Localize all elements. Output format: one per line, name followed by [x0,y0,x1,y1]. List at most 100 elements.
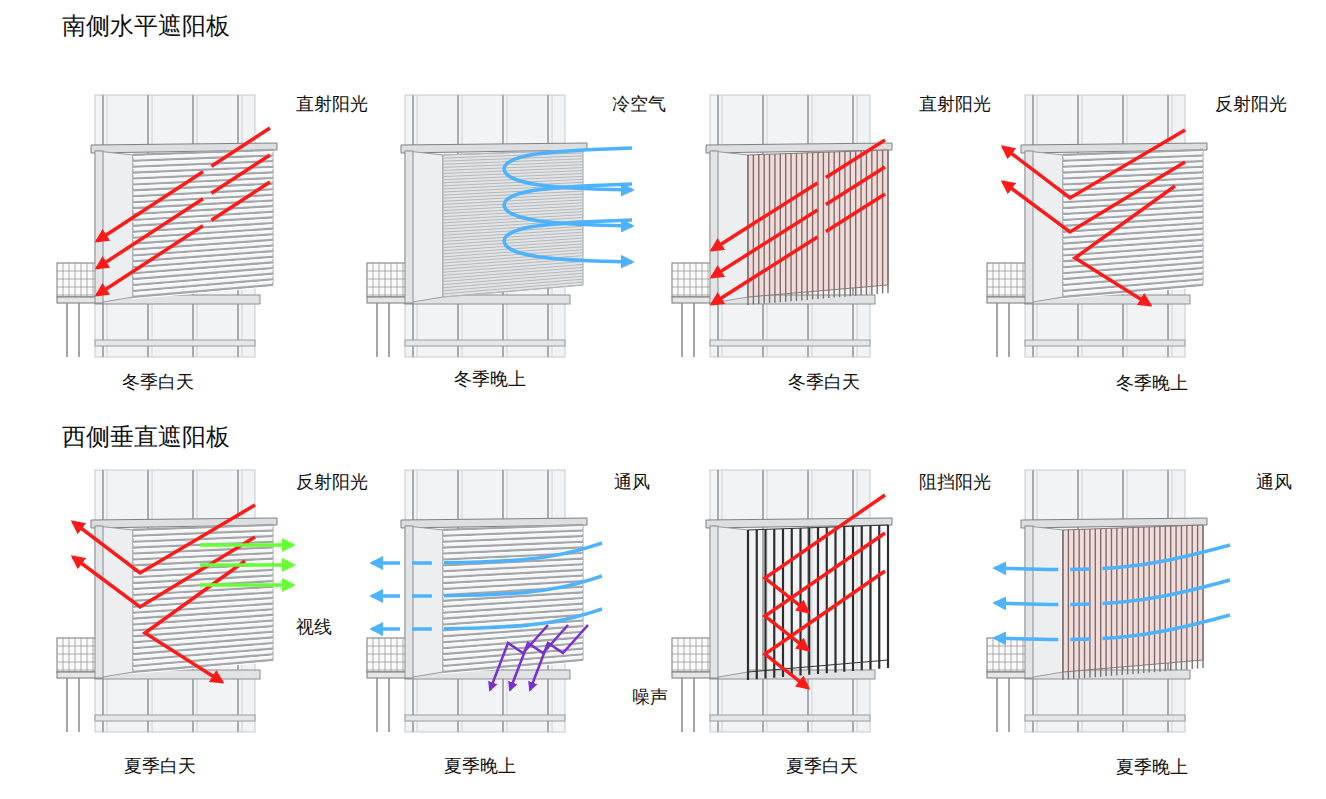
grating-bar [1017,263,1018,297]
grating [57,638,97,672]
louver-blade [817,528,819,675]
annotation-label: 阻挡阳光 [917,471,993,493]
louver-highlight [443,662,583,674]
red-arrow [712,194,885,304]
floor-slab [1025,340,1185,346]
mullion [857,470,858,732]
red-arrow [97,155,270,268]
louver-blade [860,151,861,295]
grating-bar [385,638,386,672]
grating [367,638,407,672]
louver-blade [747,530,749,680]
louver-blade [812,153,813,300]
louver-blade [878,525,880,668]
caption-label: 夏季晚上 [442,755,518,777]
red-arrow [145,561,245,682]
louver-slat [133,548,273,554]
louver-slat [443,279,583,291]
facade-panel [672,95,892,357]
grating-bar [672,287,712,288]
facade-panel [987,470,1207,732]
mullion [852,470,854,732]
grating-bar [672,646,712,647]
facade-panel [57,95,277,357]
grating-bar [987,287,1027,288]
grating-support [388,678,390,732]
grating-bar [373,263,374,297]
grating-bar [391,638,392,672]
louver-blade [791,528,793,676]
floor-slab [710,340,870,346]
grating-bar [1023,263,1024,297]
louver-blade [826,527,828,673]
grating-bar [987,670,1027,671]
grating-support [681,303,683,357]
grating-bar [367,670,407,671]
louver-blade [882,150,883,293]
grating-bar [57,662,97,663]
louver-blade [823,152,824,298]
grating [672,638,712,672]
louver-slat [443,162,583,168]
grating-support [376,678,378,732]
grating-bar [696,263,697,297]
section-heading: 西侧垂直遮阳板 [60,423,232,452]
grating-bar [69,638,70,672]
section-heading: 南侧水平遮阳板 [60,12,232,41]
grating-bar [93,638,94,672]
grating-bar [987,271,1027,272]
blue-arrow [995,580,1230,604]
grating-bar [690,638,691,672]
louver-blade [1186,526,1187,670]
grating-bar [684,638,685,672]
grating-bar [63,263,64,297]
red-arrow [765,533,885,650]
annotation-label: 直射阳光 [917,93,993,115]
louver-blade [780,154,781,302]
grating-bar [690,263,691,297]
top-beam [706,518,892,528]
grating-bar [993,638,994,672]
grating-bar [684,263,685,297]
grating-bar [81,638,82,672]
grating-bar [987,295,1027,296]
louver-slat [443,262,583,273]
grating-bar [702,638,703,672]
louver-blade [1175,526,1176,670]
grating-bar [57,287,97,288]
louver-blade [1202,525,1203,668]
grating-bar [57,654,97,655]
grating-bar [999,638,1000,672]
annotation-label: 视线 [294,616,334,638]
louver-slat [133,649,273,660]
louver-slat [133,268,273,279]
grating-bar [93,263,94,297]
louver-slat [133,274,273,285]
caption-label: 夏季白天 [122,755,198,777]
grating-bar [379,263,380,297]
caption-label: 冬季白天 [120,371,196,393]
grating-bar [57,271,97,272]
grating-bar [75,638,76,672]
grating-bar [403,638,404,672]
grating-bar [702,263,703,297]
arrows [73,128,1230,690]
grating-bar [397,638,398,672]
grating-support [78,303,80,357]
floor-slab [95,340,255,346]
blue-arrow [995,545,1230,569]
grating-support [996,678,998,732]
louver-slat [443,276,583,288]
grating [987,263,1027,297]
louver-slat [443,256,583,266]
louver-blade [807,153,808,300]
floor-slab [710,715,870,721]
floor-slab [405,715,565,721]
grating-bar [696,638,697,672]
grating-bar [367,646,407,647]
grating-bar [75,263,76,297]
blue-arrow [995,615,1230,639]
louver-blade [1062,530,1063,680]
red-arrow [73,505,255,573]
